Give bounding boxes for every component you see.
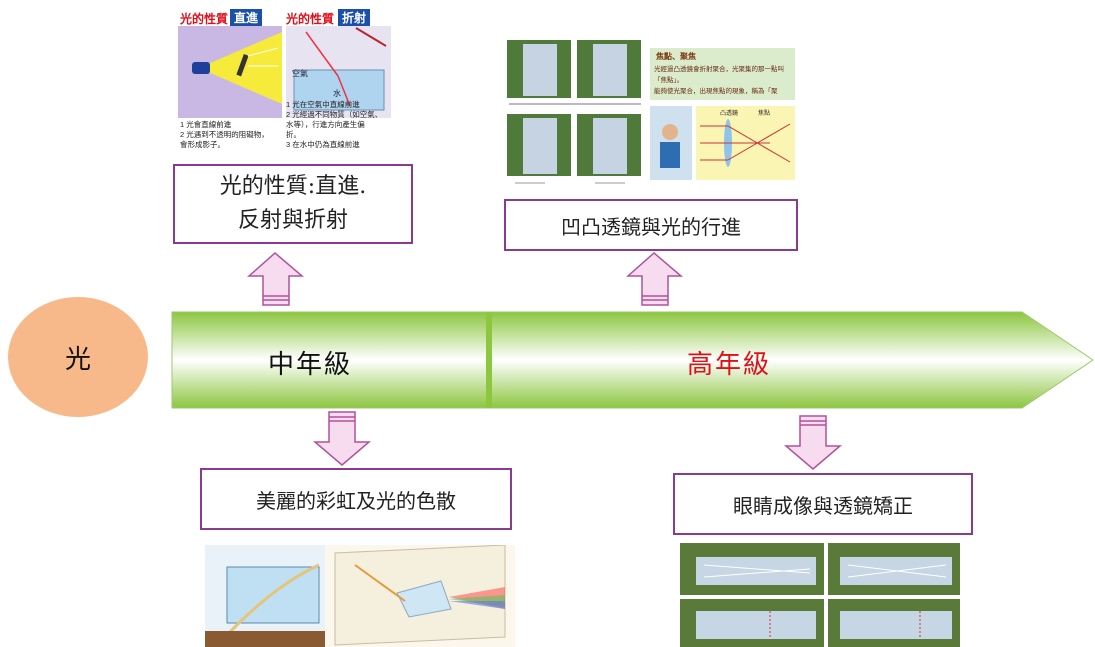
thumbnail-eye-lens [680, 543, 960, 647]
focus-note-line: 能夠使光聚合，出現焦點的現象，稱為「聚焦」。 [654, 87, 778, 95]
up-pointer-right [626, 252, 684, 306]
stage-middle-label: 中年級 [268, 350, 353, 380]
central-topic-label: 光 [64, 344, 91, 375]
lens-photo-grid [507, 40, 641, 184]
timeline-arrow-body [171, 311, 1094, 409]
thumb-title-left-a: 光的性質 [180, 12, 229, 26]
focus-note-line: 光經過凸透鏡會折射聚合，光聚集的那一點叫「焦點」。 [654, 65, 784, 84]
lens-diagram-picture: 凸透鏡 焦點 [650, 106, 795, 180]
thumb-title-left-b: 直進 [230, 9, 263, 26]
topic-light-properties-line1: 光的性質:直進. [219, 174, 367, 199]
thumb-left-note: 會形成影子。 [180, 140, 225, 149]
thumbnail-lens-photos [505, 38, 645, 188]
thumb-right-note: 水等），行進方向產生偏 [286, 120, 365, 129]
topic-eye-label: 眼睛成像與透鏡矯正 [733, 493, 913, 518]
central-topic-circle: 光 [8, 297, 148, 417]
thumb-label-air: 空氣 [292, 69, 308, 78]
down-pointer-left [312, 411, 372, 466]
topic-light-properties-line2: 反射與折射 [237, 208, 348, 233]
eye-lens-photo-grid [680, 543, 960, 647]
up-pointer-left [247, 252, 305, 306]
down-pointer-right [783, 415, 843, 470]
thumb-right-notes: 1 光在空氣中直線前進 2 光經過不同物質（如空氣、 水等），行進方向產生偏 折… [286, 100, 382, 150]
thumb-right-note: 折。 [286, 130, 301, 139]
prism-dispersion-picture [205, 545, 506, 647]
topic-lens: 凹凸透鏡與光的行進 [504, 199, 798, 251]
lens-label-focus: 焦點 [758, 111, 771, 117]
topic-rainbow-label: 美麗的彩虹及光的色散 [256, 488, 456, 513]
focus-note-lines: 光經過凸透鏡會折射聚合，光聚集的那一點叫「焦點」。 能夠使光聚合，出現焦點的現象… [654, 64, 792, 98]
thumb-right-note: 3 在水中仍為直線前進 [286, 140, 360, 149]
thumb-title-right-a: 光的性質 [286, 12, 335, 26]
stage-high-label: 高年級 [687, 350, 772, 380]
thumb-right-note: 1 光在空氣中直線前進 [286, 100, 360, 109]
topic-rainbow: 美麗的彩虹及光的色散 [200, 468, 512, 530]
thumb-label-water: 水 [333, 89, 341, 98]
thumb-right-note: 2 光經過不同物質（如空氣、 [286, 110, 383, 119]
thumb-left-note: 2 光遇到不透明的阻礙物， [180, 130, 269, 139]
focus-note-card: 焦點、聚焦 光經過凸透鏡會折射聚合，光聚集的那一點叫「焦點」。 能夠使光聚合，出… [650, 48, 795, 100]
flashlight-picture [178, 26, 282, 118]
thumbnail-light-properties: 光的性質 直進 光的性質 折射 空氣 水 1 光會直線前進 2 光遇到不透明的阻… [178, 8, 391, 156]
thumb-left-note: 1 光會直線前進 [180, 120, 232, 129]
refraction-tank-picture [286, 26, 391, 118]
topic-light-properties: 光的性質:直進. 反射與折射 [173, 164, 413, 244]
focus-note-title: 焦點、聚焦 [656, 52, 696, 61]
convex-lens-diagram [650, 106, 795, 180]
thumbnail-prism [205, 545, 515, 647]
topic-lens-label: 凹凸透鏡與光的行進 [561, 214, 741, 239]
thumb-title-right-b: 折射 [338, 9, 371, 26]
lens-label-convex: 凸透鏡 [720, 111, 739, 117]
topic-eye: 眼睛成像與透鏡矯正 [673, 473, 973, 535]
thumb-left-notes: 1 光會直線前進 2 光遇到不透明的阻礙物， 會形成影子。 [180, 120, 269, 150]
